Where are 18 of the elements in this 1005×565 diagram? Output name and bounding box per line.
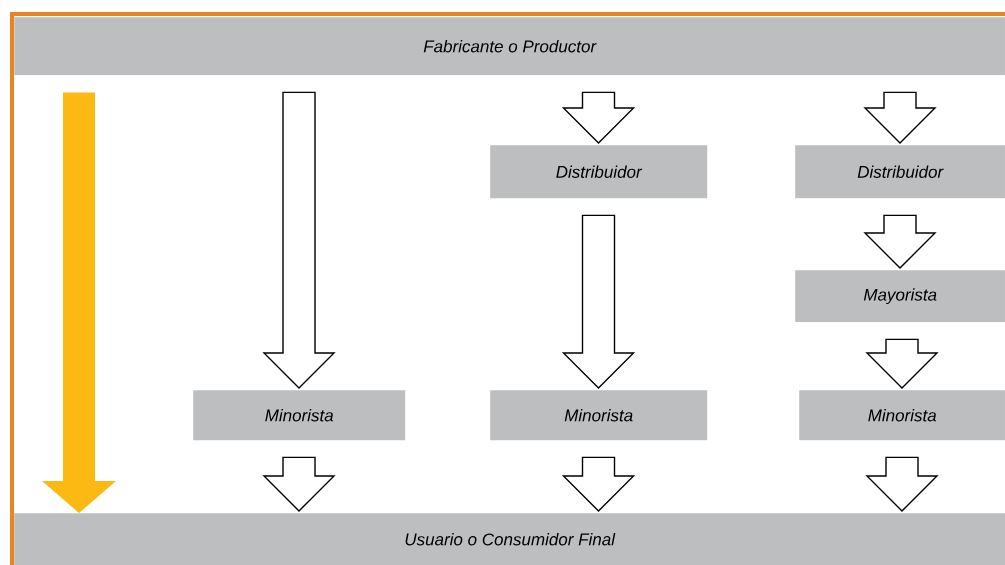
label-box: Distribuidor [490,145,708,199]
block-arrow [865,456,939,512]
label-box: Minorista [799,390,1005,441]
block-arrow [865,338,939,389]
band: Usuario o Consumidor Final [14,513,1005,565]
block-arrow [561,91,636,144]
block-arrow [262,91,336,389]
block-arrow [42,92,116,513]
band: Fabricante o Productor [14,17,1005,76]
block-arrow [863,214,937,269]
block-arrow [561,456,636,512]
block-arrow [561,214,636,389]
label-box: Minorista [193,390,406,441]
label-box: Minorista [490,390,708,441]
block-arrow [262,456,336,512]
block-arrow [863,91,937,144]
label-box: Mayorista [795,270,1005,323]
label-box: Distribuidor [795,145,1005,199]
